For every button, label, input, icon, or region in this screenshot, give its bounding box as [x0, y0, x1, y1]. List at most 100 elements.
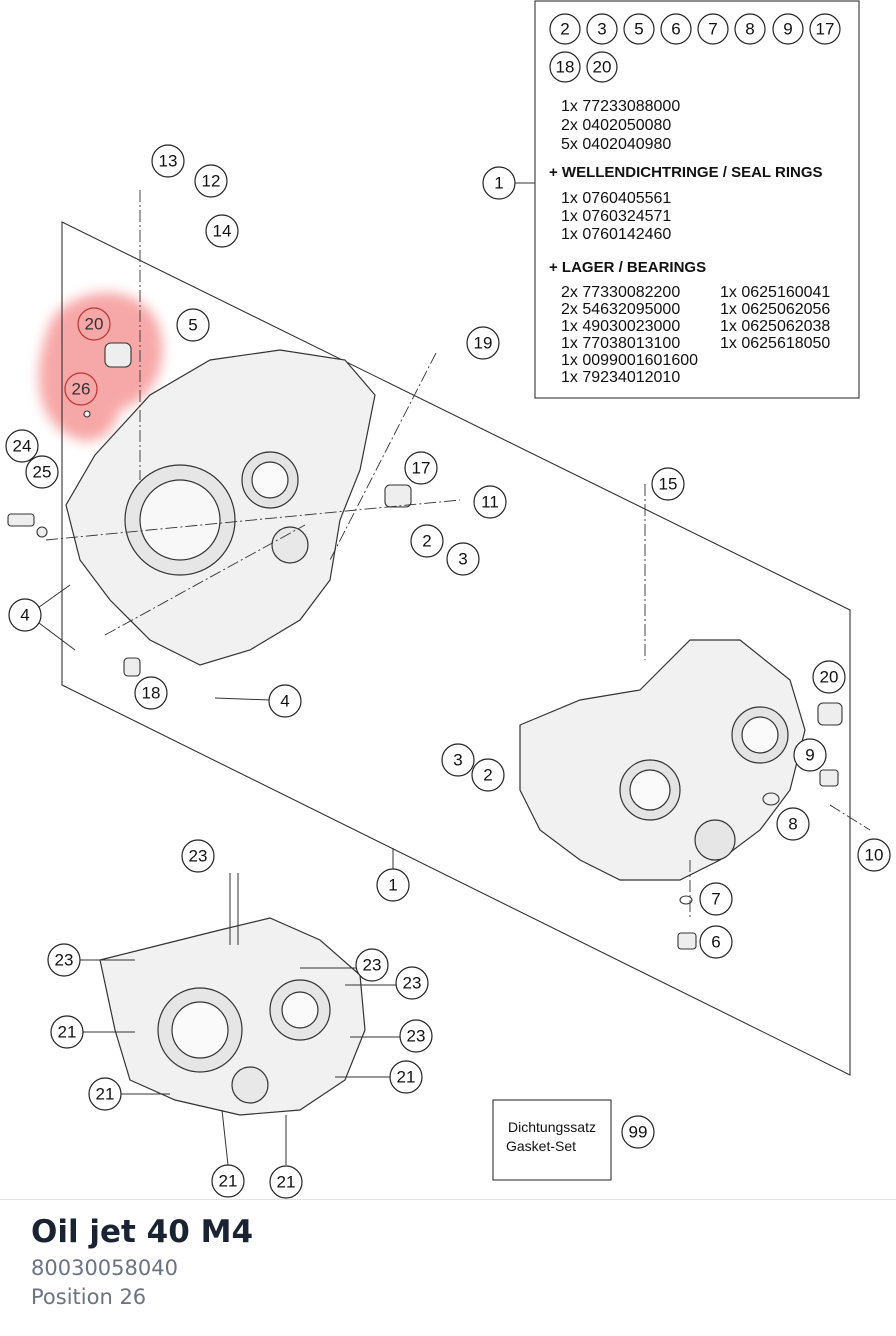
gasket-set-box — [492, 1099, 612, 1181]
legend-circle-label: 5 — [634, 20, 643, 39]
callout-14[interactable]: 14 — [213, 222, 232, 241]
callout-21[interactable]: 21 — [58, 1023, 77, 1042]
callout-21[interactable]: 21 — [219, 1172, 238, 1191]
callout-26-selected[interactable]: 26 — [72, 380, 91, 399]
legend-bearing-line: 1x 79234012010 — [561, 369, 680, 386]
callout-21[interactable]: 21 — [277, 1173, 296, 1192]
part-position: Position 26 — [31, 1285, 147, 1309]
part-name: Oil jet 40 M4 — [31, 1214, 254, 1250]
callout-18[interactable]: 18 — [142, 684, 161, 703]
legend-bearing-line: 1x 0625062038 — [720, 318, 830, 335]
callout-13[interactable]: 13 — [159, 152, 178, 171]
legend-bearing-line: 1x 0625618050 — [720, 335, 830, 352]
legend-circle-label: 7 — [708, 20, 717, 39]
legend-bearing-line: 1x 0625160041 — [720, 284, 830, 301]
right-crankcase — [519, 639, 806, 881]
legend-header-circles: 2 3 5 6 7 8 9 17 18 20 — [549, 13, 841, 83]
callout-23[interactable]: 23 — [407, 1027, 426, 1046]
legend-circle — [772, 13, 804, 45]
callout-20[interactable]: 20 — [820, 668, 839, 687]
callout-5[interactable]: 5 — [188, 316, 197, 335]
callout-19[interactable]: 19 — [474, 334, 493, 353]
callout-25[interactable]: 25 — [33, 463, 52, 482]
callout-17[interactable]: 17 — [412, 459, 431, 478]
callout-8[interactable]: 8 — [788, 815, 797, 834]
legend-circle — [734, 13, 766, 45]
legend-circle-label: 3 — [597, 20, 606, 39]
callout-7[interactable]: 7 — [711, 890, 720, 909]
bushing-part-17 — [384, 484, 412, 508]
screw-part-6 — [677, 932, 697, 950]
legend-circle — [697, 13, 729, 45]
callout-21[interactable]: 21 — [96, 1085, 115, 1104]
legend-circle-label: 18 — [556, 58, 575, 77]
legend-bearing-line: 2x 54632095000 — [561, 301, 680, 318]
callout-6[interactable]: 6 — [711, 933, 720, 952]
part-info-footer: Oil jet 40 M4 80030058040 Position 26 — [0, 1199, 896, 1336]
oil-jet-part-26 — [83, 410, 91, 418]
callout-11[interactable]: 11 — [481, 493, 499, 512]
callout-23[interactable]: 23 — [363, 956, 382, 975]
legend-circle-label: 8 — [745, 20, 754, 39]
washer-part-25 — [36, 526, 48, 538]
o-ring-part-8 — [762, 792, 780, 806]
legend-seal-line: 1x 0760405561 — [561, 190, 671, 207]
callout-3b[interactable]: 3 — [453, 751, 462, 770]
bolt-part-24 — [7, 513, 35, 527]
callout-4-right[interactable]: 4 — [280, 692, 289, 711]
legend-circle — [660, 13, 692, 45]
legend-seal-line: 1x 0760142460 — [561, 226, 671, 243]
legend-circle-label: 9 — [783, 20, 792, 39]
legend-bearing-line: 1x 77038013100 — [561, 335, 680, 352]
legend-circle — [586, 13, 618, 45]
callout-10[interactable]: 10 — [865, 846, 884, 865]
legend-bearing-line: 1x 0625062056 — [720, 301, 830, 318]
callout-21[interactable]: 21 — [397, 1068, 416, 1087]
callout-4-left[interactable]: 4 — [20, 606, 29, 625]
part-number: 80030058040 — [31, 1256, 178, 1280]
callout-1-top[interactable]: 1 — [494, 174, 503, 193]
legend-circle — [549, 51, 581, 83]
callout-23[interactable]: 23 — [55, 951, 74, 970]
callout-2b[interactable]: 2 — [483, 766, 492, 785]
plug-part-9 — [819, 769, 839, 787]
legend-bearing-title: + LAGER / BEARINGS — [549, 259, 706, 276]
legend-seal-title: + WELLENDICHTRINGE / SEAL RINGS — [549, 164, 823, 181]
exploded-parts-diagram: 1 13 12 14 5 20 26 19 24 25 17 11 2 3 15… — [5, 0, 891, 1199]
callout-1-bottom[interactable]: 1 — [388, 876, 397, 895]
callout-9[interactable]: 9 — [805, 746, 814, 765]
crankcase-inner-view — [99, 917, 366, 1116]
legend-bearing-line: 1x 0099001601600 — [561, 352, 698, 369]
legend-bearing-line: 1x 49030023000 — [561, 318, 680, 335]
legend-circle-label: 2 — [560, 20, 569, 39]
dowel-part-18 — [123, 657, 141, 677]
legend-circle — [586, 51, 618, 83]
legend-part-line: 2x 0402050080 — [561, 117, 671, 134]
callout-15[interactable]: 15 — [659, 475, 678, 494]
legend-circle-label: 17 — [816, 20, 835, 39]
gasket-set-label-de: Dichtungssatz — [508, 1119, 596, 1135]
callout-2[interactable]: 2 — [422, 532, 431, 551]
callout-3[interactable]: 3 — [458, 550, 467, 569]
callout-23[interactable]: 23 — [403, 974, 422, 993]
legend-part-line: 5x 0402040980 — [561, 136, 671, 153]
callout-20-selected[interactable]: 20 — [85, 315, 104, 334]
washer-part-7 — [679, 895, 693, 905]
legend-bearing-line: 2x 77330082200 — [561, 284, 680, 301]
assembly-outline — [61, 221, 851, 1076]
legend-seal-line: 1x 0760324571 — [561, 208, 671, 225]
legend-part-line: 1x 77233088000 — [561, 98, 680, 115]
callout-12[interactable]: 12 — [202, 172, 221, 191]
callout-99[interactable]: 99 — [629, 1123, 648, 1142]
selection-highlight — [38, 292, 163, 441]
bushing-part-20b — [817, 702, 843, 726]
legend-circle — [623, 13, 655, 45]
bushing-part-20 — [104, 342, 132, 368]
left-crankcase — [65, 349, 376, 666]
legend-circle — [549, 13, 581, 45]
gasket-set-label-en: Gasket-Set — [506, 1138, 576, 1154]
legend-circle-label: 6 — [671, 20, 680, 39]
callout-23[interactable]: 23 — [189, 847, 208, 866]
callout-24[interactable]: 24 — [13, 437, 32, 456]
legend-circle-label: 20 — [593, 58, 612, 77]
